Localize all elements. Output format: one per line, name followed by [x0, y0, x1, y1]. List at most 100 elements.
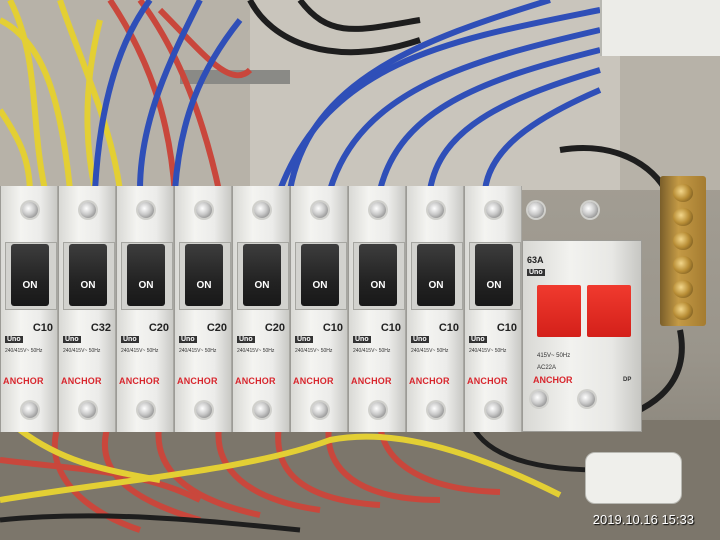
- brand-logo: ANCHOR: [61, 376, 102, 386]
- breaker-lever[interactable]: ON: [475, 244, 513, 306]
- terminal-screw-icon: [673, 232, 693, 250]
- dp-lever-right[interactable]: [587, 285, 631, 337]
- yellow-wire-bundle-bottom: [0, 427, 562, 503]
- dp-brand-logo: ANCHOR: [533, 375, 573, 385]
- terminal-screw-icon: [673, 256, 693, 274]
- breaker-lever[interactable]: ON: [127, 244, 165, 306]
- screw-icon: [312, 402, 328, 418]
- screw-icon: [22, 202, 38, 218]
- sub-brand: Uno: [411, 336, 429, 343]
- breaker-rating: C10: [496, 322, 517, 334]
- screw-icon: [486, 402, 502, 418]
- sub-brand: Uno: [5, 336, 23, 343]
- breaker-6[interactable]: ON C10 Uno 240/415V~ 50Hz ANCHOR: [290, 186, 348, 432]
- photo-timestamp: 2019.10.16 15:33: [592, 512, 694, 527]
- mounting-bracket-bottom: [585, 452, 682, 504]
- screw-icon: [579, 391, 595, 407]
- breaker-spec: 240/415V~ 50Hz: [237, 348, 275, 354]
- breaker-lever[interactable]: ON: [359, 244, 397, 306]
- switch-label: ON: [138, 280, 154, 291]
- breaker-2[interactable]: ON C32 Uno 240/415V~ 50Hz ANCHOR: [58, 186, 116, 432]
- breaker-spec: 240/415V~ 50Hz: [353, 348, 391, 354]
- breaker-spec: 240/415V~ 50Hz: [295, 348, 333, 354]
- breaker-8[interactable]: ON C10 Uno 240/415V~ 50Hz ANCHOR: [406, 186, 464, 432]
- screw-icon: [370, 202, 386, 218]
- screw-icon: [138, 402, 154, 418]
- sub-brand: Uno: [469, 336, 487, 343]
- dp-rating: 63A: [527, 255, 544, 265]
- dp-spec-voltage: 415V~ 50Hz: [537, 353, 571, 359]
- switch-label: ON: [80, 280, 96, 291]
- switch-label: ON: [486, 280, 502, 291]
- breaker-lever[interactable]: ON: [417, 244, 455, 306]
- dp-spec-class: AC22A: [537, 365, 557, 371]
- screw-icon: [196, 202, 212, 218]
- brand-logo: ANCHOR: [409, 376, 450, 386]
- sub-brand: Uno: [179, 336, 197, 343]
- breaker-3[interactable]: ON C20 Uno 240/415V~ 50Hz ANCHOR: [116, 186, 174, 432]
- brand-logo: ANCHOR: [467, 376, 508, 386]
- breaker-rating: C10: [32, 322, 53, 334]
- breaker-5[interactable]: ON C20 Uno 240/415V~ 50Hz ANCHOR: [232, 186, 290, 432]
- breaker-rating: C20: [206, 322, 227, 334]
- mounting-bracket-top: [600, 0, 720, 56]
- brand-logo: ANCHOR: [293, 376, 334, 386]
- brand-logo: ANCHOR: [119, 376, 160, 386]
- screw-icon: [486, 202, 502, 218]
- breaker-lever[interactable]: ON: [11, 244, 49, 306]
- sub-brand: Uno: [121, 336, 139, 343]
- breaker-lever[interactable]: ON: [69, 244, 107, 306]
- sub-brand: Uno: [237, 336, 255, 343]
- dp-mark: DP: [623, 377, 632, 383]
- sub-brand: Uno: [63, 336, 81, 343]
- breaker-lever[interactable]: ON: [243, 244, 281, 306]
- blue-wire-bundle-right: [277, 0, 602, 192]
- terminal-screw-icon: [673, 302, 693, 320]
- breaker-spec: 240/415V~ 50Hz: [5, 348, 43, 354]
- back-panel-light: [250, 0, 620, 190]
- screw-icon: [531, 391, 547, 407]
- sub-brand: Uno: [295, 336, 313, 343]
- breaker-lever[interactable]: ON: [185, 244, 223, 306]
- screw-icon: [428, 402, 444, 418]
- breaker-lever[interactable]: ON: [301, 244, 339, 306]
- screw-icon: [370, 402, 386, 418]
- dp-lever-left[interactable]: [537, 285, 581, 337]
- switch-label: ON: [312, 280, 328, 291]
- screw-icon: [428, 202, 444, 218]
- breaker-7[interactable]: ON C10 Uno 240/415V~ 50Hz ANCHOR: [348, 186, 406, 432]
- switch-label: ON: [196, 280, 212, 291]
- terminal-screw-icon: [673, 208, 693, 226]
- switch-label: ON: [22, 280, 38, 291]
- breaker-spec: 240/415V~ 50Hz: [63, 348, 101, 354]
- breaker-rating: C32: [90, 322, 111, 334]
- dp-isolator[interactable]: 63A Uno 415V~ 50Hz AC22A ANCHOR DP: [522, 240, 642, 432]
- screw-icon: [582, 202, 598, 218]
- switch-label: ON: [428, 280, 444, 291]
- breaker-9[interactable]: ON C10 Uno 240/415V~ 50Hz ANCHOR: [464, 186, 522, 432]
- switch-label: ON: [370, 280, 386, 291]
- breaker-spec: 240/415V~ 50Hz: [469, 348, 507, 354]
- brand-logo: ANCHOR: [177, 376, 218, 386]
- dp-sub-brand: Uno: [527, 269, 545, 276]
- breaker-rating: C20: [264, 322, 285, 334]
- brand-logo: ANCHOR: [3, 376, 44, 386]
- breaker-4[interactable]: ON C20 Uno 240/415V~ 50Hz ANCHOR: [174, 186, 232, 432]
- terminal-screw-icon: [673, 184, 693, 202]
- brand-logo: ANCHOR: [235, 376, 276, 386]
- screw-icon: [196, 402, 212, 418]
- terminal-screw-icon: [673, 280, 693, 298]
- screw-icon: [528, 202, 544, 218]
- switch-label: ON: [254, 280, 270, 291]
- screw-icon: [138, 202, 154, 218]
- screw-icon: [80, 202, 96, 218]
- breaker-spec: 240/415V~ 50Hz: [179, 348, 217, 354]
- breaker-rating: C20: [148, 322, 169, 334]
- screw-icon: [22, 402, 38, 418]
- breaker-1[interactable]: ON C10 Uno 240/415V~ 50Hz ANCHOR: [0, 186, 58, 432]
- breaker-rating: C10: [438, 322, 459, 334]
- breaker-rating: C10: [322, 322, 343, 334]
- brand-logo: ANCHOR: [351, 376, 392, 386]
- screw-icon: [80, 402, 96, 418]
